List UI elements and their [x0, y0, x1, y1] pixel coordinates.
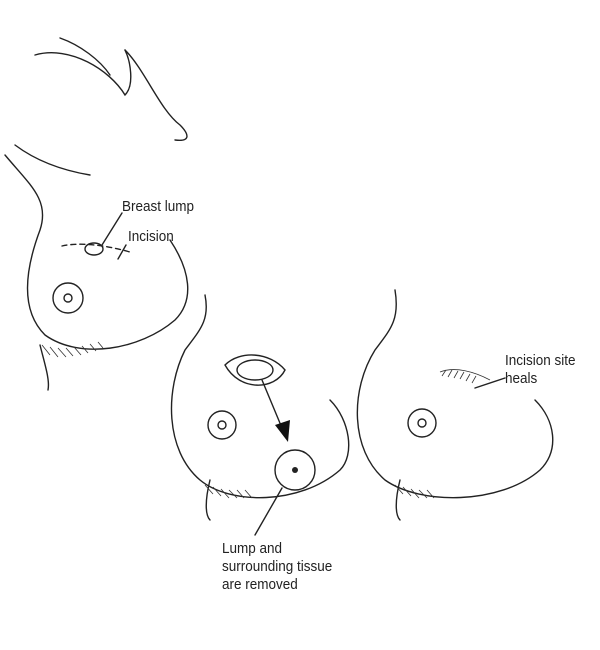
figure-breast-with-lump	[4, 37, 189, 391]
label-lump-removed-line1: Lump and	[222, 540, 283, 557]
label-lump-removed-line2: surrounding tissue	[222, 558, 333, 575]
label-breast-lump: Breast lump	[122, 198, 195, 215]
figure-healed	[356, 289, 554, 521]
figure-lump-removal	[170, 294, 350, 536]
label-incision-site-heals-line2: heals	[505, 370, 538, 387]
label-incision-site-heals-line1: Incision site	[505, 352, 576, 369]
label-incision: Incision	[128, 228, 174, 245]
label-lump-removed-line3: are removed	[222, 576, 298, 593]
